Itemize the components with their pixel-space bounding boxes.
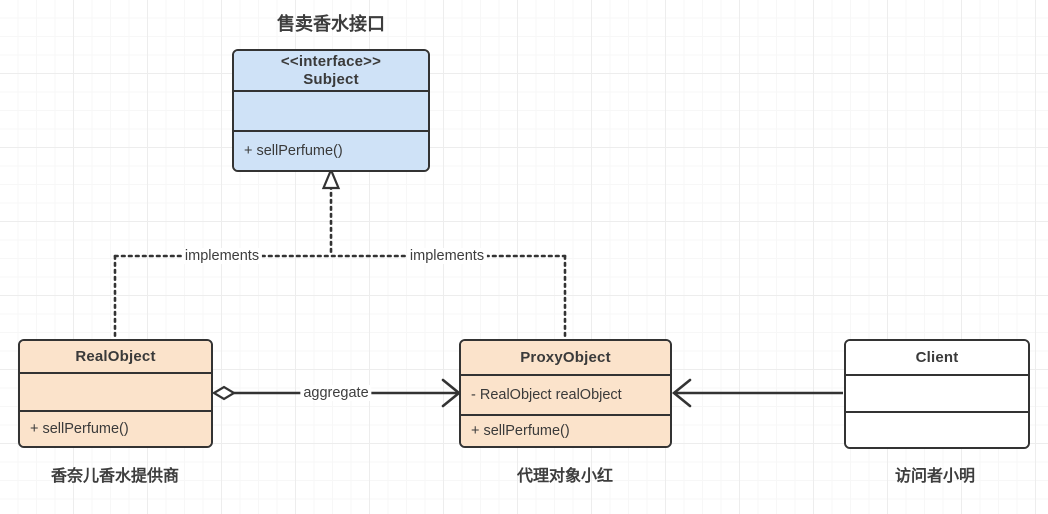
edge-implements-stem	[321, 167, 341, 258]
edge-label-implements-left: implements	[181, 248, 263, 264]
diagram-title: 售卖香水接口	[277, 14, 385, 34]
class-name-client: Client	[915, 348, 959, 366]
caption-realobject: 香奈儿香水提供商	[50, 468, 180, 485]
class-methods-proxyobject: + sellPerfume()	[461, 414, 670, 446]
caption-proxyobject: 代理对象小红	[516, 468, 614, 485]
class-header-proxyobject: ProxyObject	[461, 341, 670, 374]
class-attributes-proxyobject: - RealObject realObject	[461, 374, 670, 414]
class-attributes-client	[846, 374, 1028, 411]
class-box-proxyobject[interactable]: ProxyObject - RealObject realObject + se…	[459, 339, 672, 448]
class-attributes-subject	[234, 90, 428, 130]
class-name-realobject: RealObject	[75, 347, 156, 365]
class-header-subject: <<interface>> Subject	[234, 51, 428, 90]
class-box-subject[interactable]: <<interface>> Subject + sellPerfume()	[232, 49, 430, 172]
edge-label-implements-right: implements	[406, 248, 488, 264]
class-box-realobject[interactable]: RealObject + sellPerfume()	[18, 339, 213, 448]
class-methods-client	[846, 411, 1028, 447]
caption-client: 访问者小明	[894, 468, 976, 485]
class-attributes-realobject	[20, 372, 211, 410]
class-name-subject: Subject	[303, 70, 359, 88]
class-methods-realobject: + sellPerfume()	[20, 410, 211, 446]
class-header-client: Client	[846, 341, 1028, 374]
class-methods-subject: + sellPerfume()	[234, 130, 428, 170]
class-name-proxyobject: ProxyObject	[520, 348, 611, 366]
class-box-client[interactable]: Client	[844, 339, 1030, 449]
class-stereotype-subject: <<interface>>	[280, 52, 382, 70]
edge-label-aggregate: aggregate	[300, 385, 372, 401]
class-header-realobject: RealObject	[20, 341, 211, 372]
edge-client-uses-proxy	[671, 378, 843, 408]
